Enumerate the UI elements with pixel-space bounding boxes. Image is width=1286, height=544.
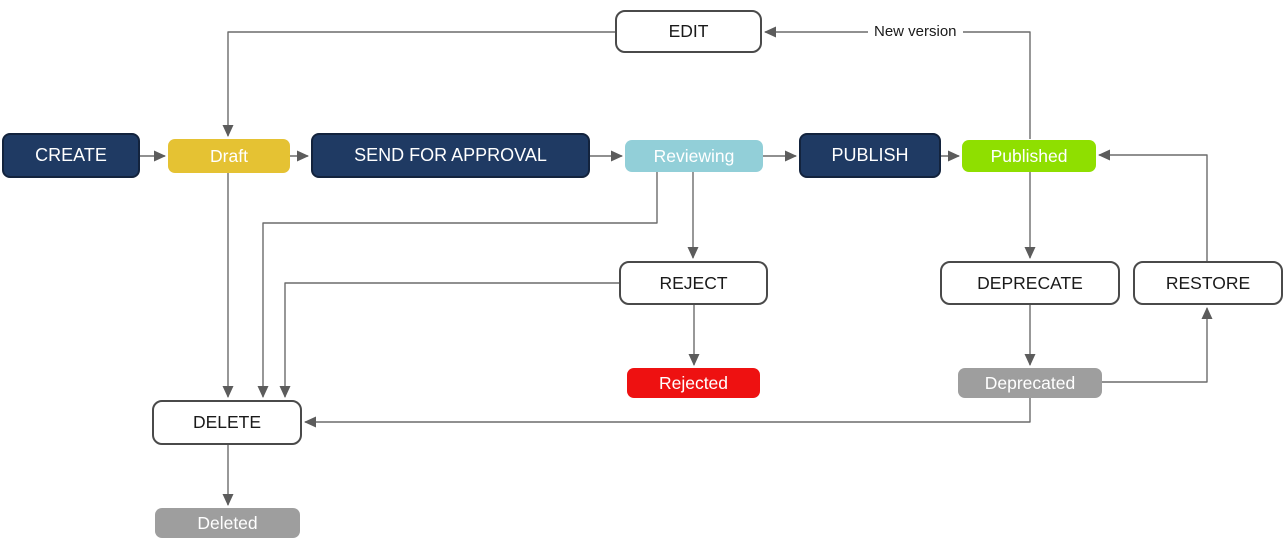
node-restore: RESTORE [1133, 261, 1283, 305]
edge-label-new-version: New version [868, 22, 963, 42]
edge-deprecated-restore [1102, 307, 1213, 383]
node-deleted: Deleted [155, 508, 300, 538]
edge-reviewing-delete [257, 172, 658, 398]
node-publish: PUBLISH [799, 133, 941, 178]
node-create: CREATE [2, 133, 140, 178]
node-draft: Draft [168, 139, 290, 173]
node-reviewing: Reviewing [625, 140, 763, 172]
node-send-for-approval: SEND FOR APPROVAL [311, 133, 590, 178]
node-reject: REJECT [619, 261, 768, 305]
node-published: Published [962, 140, 1096, 172]
node-deprecate: DEPRECATE [940, 261, 1120, 305]
edge-edit-draft [222, 31, 615, 137]
edge-restore-published [1098, 149, 1208, 261]
node-deprecated: Deprecated [958, 368, 1102, 398]
node-delete: DELETE [152, 400, 302, 445]
node-rejected: Rejected [627, 368, 760, 398]
edge-reject-delete [279, 282, 619, 398]
edge-deprecated-delete [304, 397, 1031, 428]
edge-published-edit [764, 26, 1031, 139]
node-edit: EDIT [615, 10, 762, 53]
